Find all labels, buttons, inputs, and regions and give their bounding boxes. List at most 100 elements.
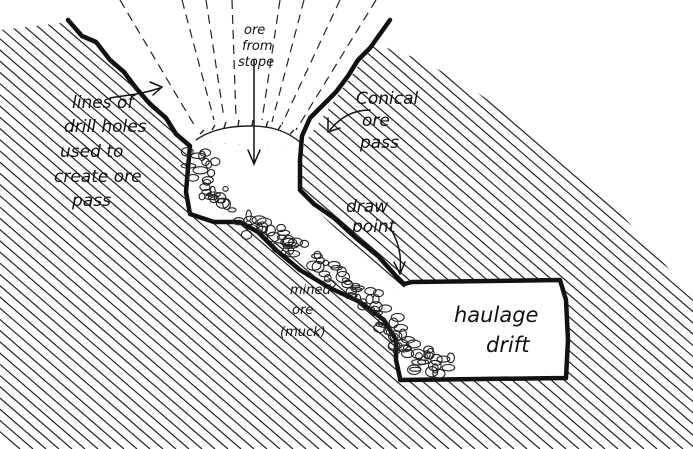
label-conical-pass: Conical ore pass <box>356 89 424 153</box>
muck-pebble <box>256 217 273 228</box>
drawpoint-arrowhead <box>393 261 406 276</box>
muck-pebble <box>385 327 393 337</box>
muck-pebble <box>350 286 363 293</box>
hatch-line <box>643 17 693 449</box>
hatch-line <box>591 17 693 449</box>
label-ore-from-stope: ore from stope <box>238 23 277 70</box>
hatch-line <box>0 17 73 449</box>
muck-pebble <box>198 192 206 201</box>
hatch-line <box>0 17 151 449</box>
muck-pebble <box>405 339 422 349</box>
drill-hole-lines <box>119 0 377 131</box>
hatch-line <box>0 17 268 449</box>
muck-pebble <box>446 352 455 364</box>
muck-pebble <box>344 292 358 300</box>
drill-lines-arrowhead <box>149 81 164 96</box>
label-draw-point: draw point <box>346 197 397 237</box>
muck-pebble <box>206 191 221 198</box>
muck-pebble <box>401 349 415 359</box>
hatch-line <box>669 17 693 449</box>
muck-pebble <box>431 363 439 374</box>
muck-pebble <box>299 239 310 248</box>
muck-pebble <box>266 231 280 243</box>
muck-pebble <box>202 178 212 186</box>
muck-pebble <box>441 363 456 372</box>
hatch-line <box>0 17 294 449</box>
drift-outline <box>397 277 571 383</box>
hatch-line <box>0 17 463 449</box>
label-mined-ore: mined ore (muck) <box>280 283 335 340</box>
muck-pebble <box>256 225 268 234</box>
muck-pebble <box>276 234 287 240</box>
muck-pebble <box>408 366 422 372</box>
conical-arrow <box>329 109 371 131</box>
hatch-line <box>331 17 693 449</box>
hatch-line <box>461 17 693 449</box>
hatch-line <box>0 17 229 449</box>
muck-pebble <box>256 221 269 233</box>
drill-lines-arrow <box>109 87 161 99</box>
hatch-line <box>0 17 112 449</box>
muck-pebble <box>430 353 443 366</box>
muck-pebble <box>436 355 451 363</box>
muck-pebble <box>321 279 336 289</box>
hatch-line <box>0 17 476 449</box>
hatch-line <box>422 17 693 449</box>
hatch-line <box>292 17 693 449</box>
hatch-line <box>0 17 385 449</box>
muck-pebble <box>209 185 216 197</box>
right-wall <box>297 17 415 287</box>
muck-pebble <box>251 215 267 225</box>
muck-pebble <box>373 323 387 334</box>
muck-pebble <box>199 182 211 192</box>
muck-pebble <box>378 322 390 328</box>
muck-pebble <box>284 249 301 258</box>
muck-rubble <box>180 147 456 379</box>
hatch-line <box>279 17 693 449</box>
hatch-line <box>409 17 693 449</box>
hatch-line <box>0 17 125 449</box>
muck-pebble <box>432 368 446 379</box>
hatch-line <box>0 17 333 449</box>
conical-arrowhead <box>327 117 341 134</box>
hatch-line <box>0 17 190 449</box>
muck-pebble <box>426 347 435 360</box>
muck-pebble <box>227 207 237 213</box>
muck-pebble <box>354 293 362 302</box>
muck-pebble <box>201 176 214 185</box>
hatch-line <box>0 17 216 449</box>
hatch-line <box>0 17 138 449</box>
hatch-line <box>0 17 424 449</box>
hatch-line <box>0 17 242 449</box>
hatch-line <box>318 17 693 449</box>
labels: lines of drill holes used to create ore … <box>54 23 545 357</box>
muck-pebble <box>210 157 221 167</box>
cone-rim <box>195 119 301 143</box>
stope-arrowhead <box>247 149 261 166</box>
muck-pebble <box>396 344 413 353</box>
hatch-line <box>0 17 450 449</box>
muck-pebble <box>311 260 325 273</box>
label-drill-lines: lines of drill holes used to create ore … <box>54 93 152 211</box>
muck-pebble <box>327 260 341 269</box>
muck-pebble <box>389 332 399 342</box>
hatch-line <box>578 17 693 449</box>
hatch-line <box>552 17 693 449</box>
hatch-line <box>526 17 693 449</box>
hatch-line <box>0 17 281 449</box>
hatch-line <box>0 17 411 449</box>
hatch-line <box>682 17 693 449</box>
hatch-line <box>357 17 693 449</box>
muck-pebble <box>222 186 229 192</box>
hatch-line <box>0 17 177 449</box>
hatch-line <box>500 17 693 449</box>
hatch-line <box>0 17 203 449</box>
muck-pebble <box>180 162 197 169</box>
muck-pebble <box>187 173 200 182</box>
label-haulage-drift: haulage drift <box>454 303 545 357</box>
muck-pebble <box>369 305 381 317</box>
muck-pebble <box>276 223 286 233</box>
hatch-line <box>344 17 693 449</box>
muck-pebble <box>265 224 276 237</box>
